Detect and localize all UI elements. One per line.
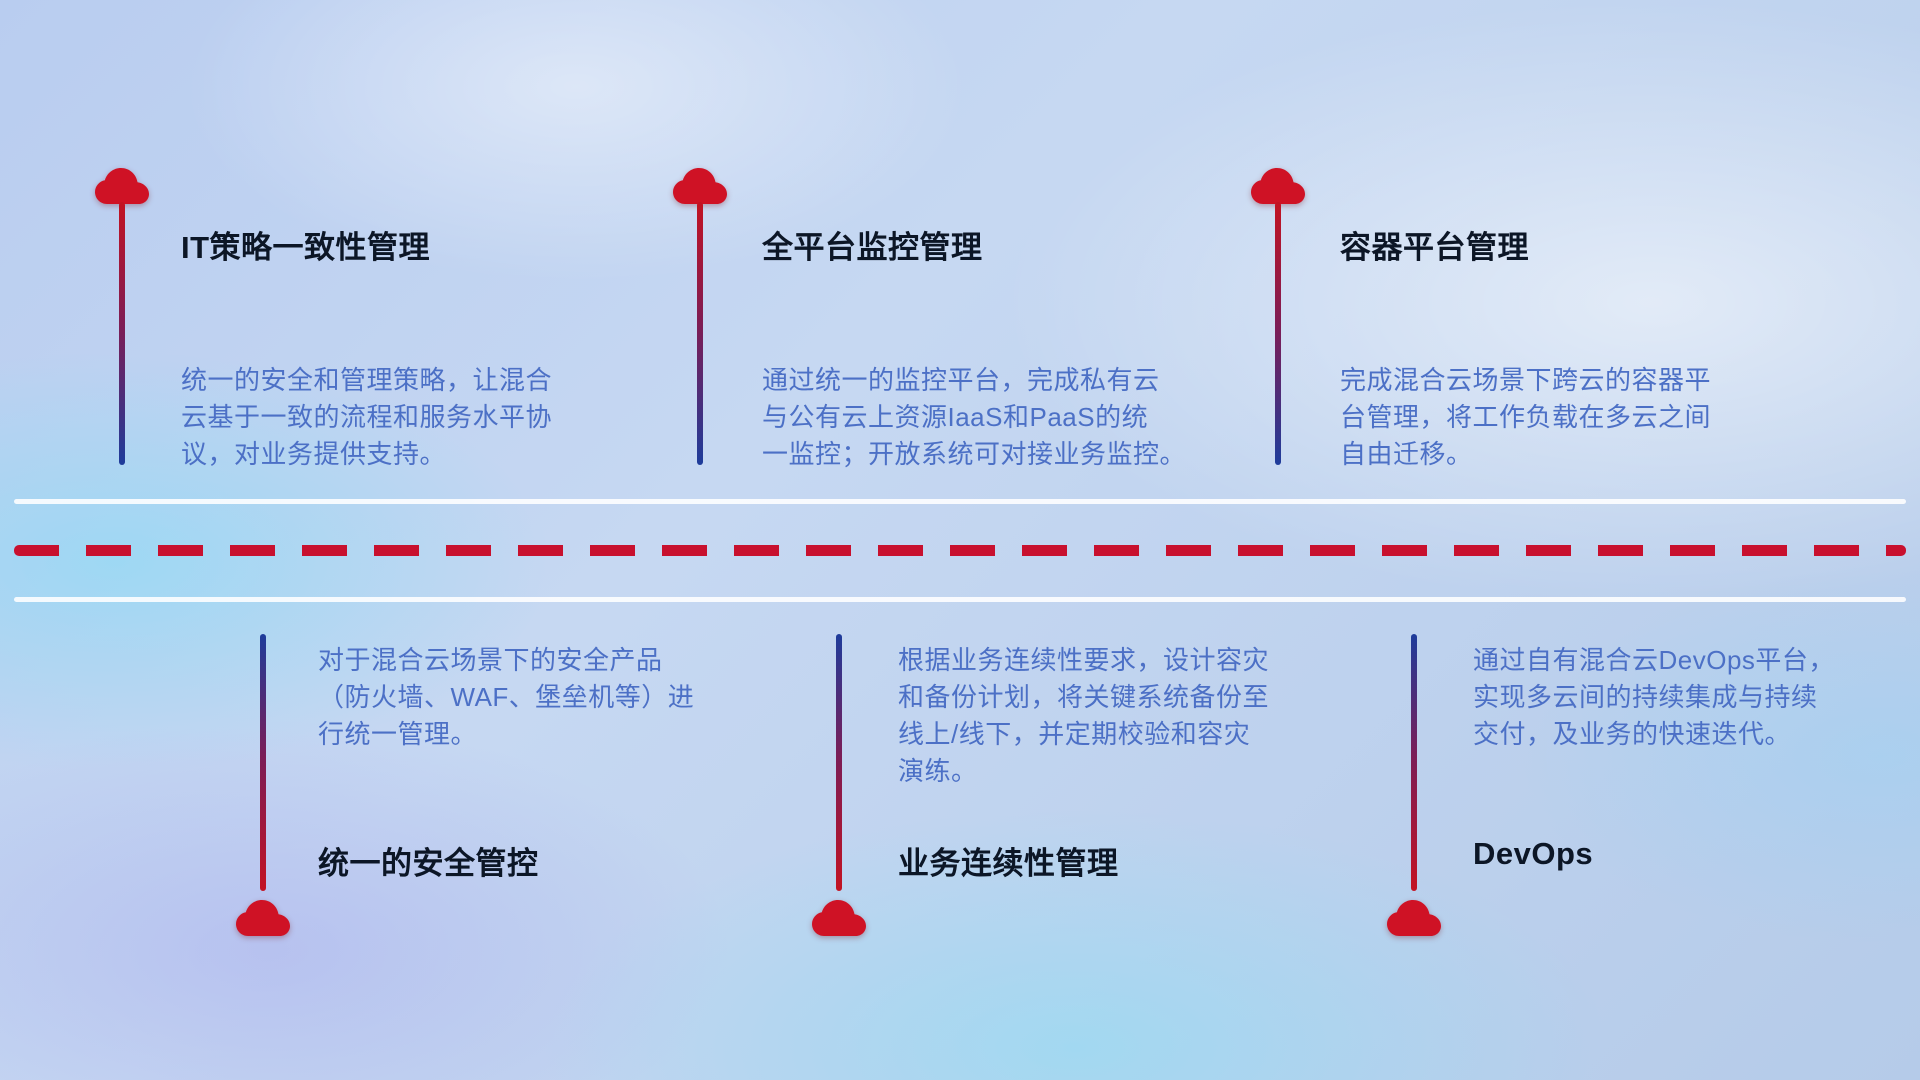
timeline-stem [1411,634,1417,891]
cloud-icon [1249,166,1307,206]
bottom-item-title: 业务连续性管理 [898,846,1119,881]
timeline-stem [1275,202,1281,465]
bottom-item-title: 统一的安全管控 [318,846,539,881]
top-item-description: 完成混合云场景下跨云的容器平 台管理，将工作负载在多云之间 自由迁移。 [1340,365,1712,469]
timeline-stem [260,634,266,891]
cloud-icon [1385,898,1443,938]
divider-line-top [14,499,1906,504]
cloud-icon [234,898,292,938]
bottom-item-description: 通过自有混合云DevOps平台， 实现多云间的持续集成与持续 交付，及业务的快速… [1473,645,1835,749]
top-item-title: IT策略一致性管理 [181,230,431,265]
cloud-icon [671,166,729,206]
cloud-icon [93,166,151,206]
cloud-icon [810,898,868,938]
top-item-title: 全平台监控管理 [762,230,983,265]
timeline-stem [119,202,125,465]
top-item-description: 统一的安全和管理策略，让混合 云基于一致的流程和服务水平协 议，对业务提供支持。 [181,365,553,469]
bottom-item-title: DevOps [1473,836,1594,871]
bottom-item-description: 对于混合云场景下的安全产品 （防火墙、WAF、堡垒机等）进 行统一管理。 [318,645,695,749]
timeline-stem [836,634,842,891]
timeline-stem [697,202,703,465]
top-item-description: 通过统一的监控平台，完成私有云 与公有云上资源IaaS和PaaS的统 一监控；开… [762,365,1187,469]
top-item-title: 容器平台管理 [1340,230,1529,265]
divider-line-bottom [14,597,1906,602]
bottom-item-description: 根据业务连续性要求，设计容灾 和备份计划，将关键系统备份至 线上/线下，并定期校… [898,645,1270,786]
divider-dashed-line [14,545,1906,556]
